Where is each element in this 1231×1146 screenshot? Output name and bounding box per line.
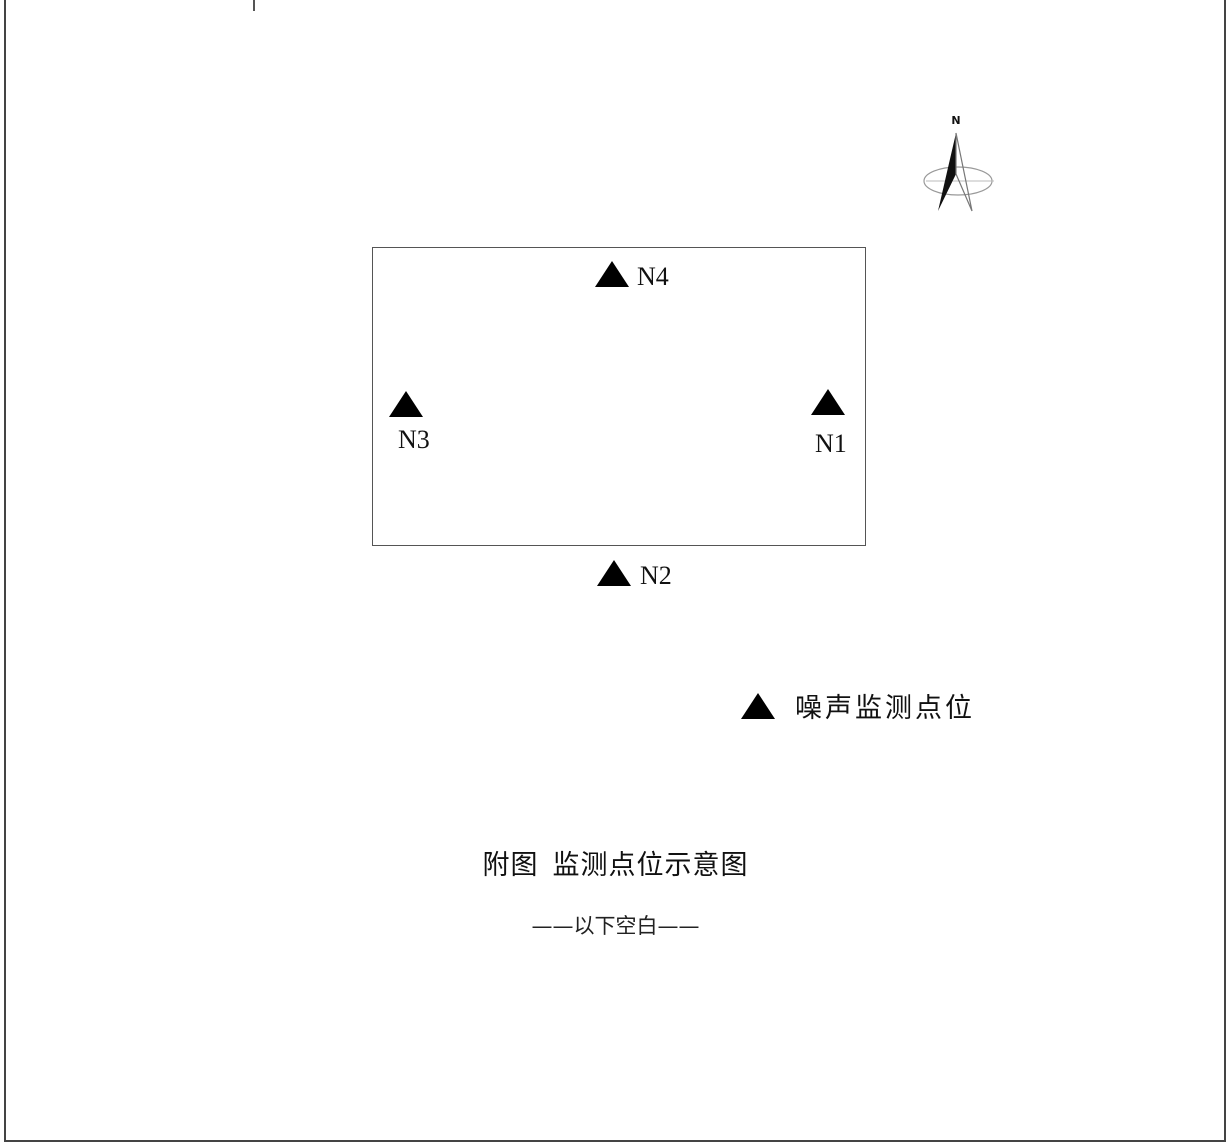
monitoring-point-n3-label: N3 <box>398 425 430 454</box>
monitoring-point-n2-marker <box>597 560 631 586</box>
site-boundary <box>372 247 866 546</box>
monitoring-point-n3-marker <box>389 391 423 417</box>
north-arrow: N <box>920 108 1000 218</box>
monitoring-point-n1-marker <box>811 389 845 415</box>
monitoring-point-n4-marker <box>595 261 629 287</box>
monitoring-point-n4-label: N4 <box>637 262 669 291</box>
north-label: N <box>951 114 960 127</box>
caption-prefix: 附图 <box>482 850 539 881</box>
caption-title: 监测点位示意图 <box>552 850 749 881</box>
legend-triangle-icon <box>741 692 775 719</box>
page-frame <box>4 0 1226 1142</box>
legend: 噪声监测点位 <box>741 686 975 725</box>
end-note: ——以下空白—— <box>531 914 700 938</box>
north-arrow-icon: N <box>923 114 994 212</box>
figure-caption: 附图监测点位示意图 <box>0 843 1231 882</box>
monitoring-point-n2-label: N2 <box>640 561 672 590</box>
legend-label: 噪声监测点位 <box>795 693 975 724</box>
monitoring-point-n1-label: N1 <box>815 429 847 458</box>
header-divider <box>253 0 255 11</box>
